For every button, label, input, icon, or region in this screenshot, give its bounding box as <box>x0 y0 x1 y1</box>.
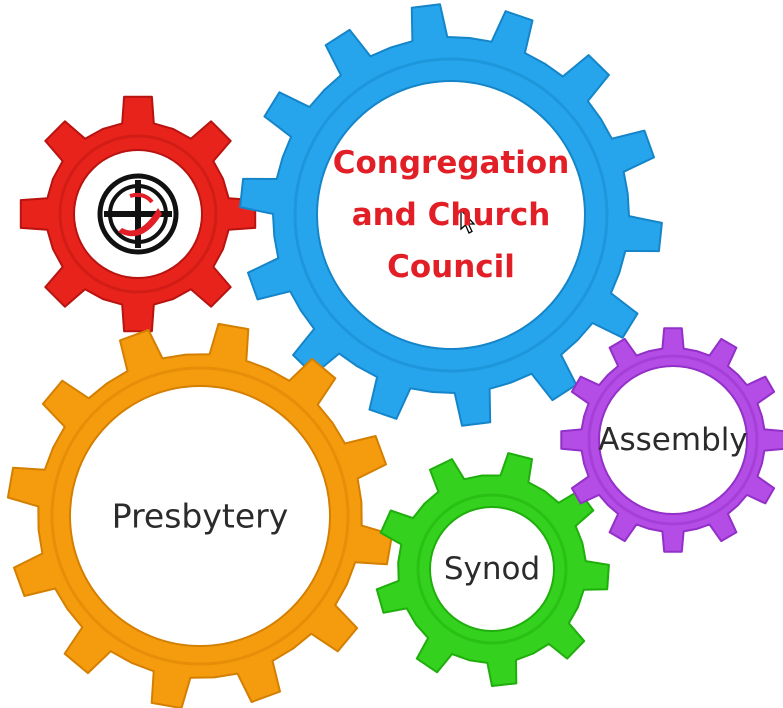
presbytery-label: Presbytery <box>111 496 289 536</box>
gear-congregation <box>239 3 663 427</box>
gear-congregation-ring <box>293 57 609 373</box>
gear-congregation-center <box>316 80 586 350</box>
gear-presbytery <box>6 322 394 708</box>
assembly-label: Assembly <box>598 422 748 458</box>
gear-presbytery-ring <box>50 366 350 666</box>
synod-label: Synod <box>443 551 541 587</box>
gear-assembly-ring <box>587 354 759 526</box>
congregation-label-line-2: and Church <box>351 197 551 233</box>
congregation-label-line-3: Council <box>387 249 515 285</box>
gear-logo-ring <box>58 134 218 294</box>
gear-assembly <box>560 327 783 553</box>
gear-assembly-center <box>598 365 748 515</box>
mouse-pointer-icon <box>460 208 476 234</box>
gear-synod <box>375 452 610 687</box>
congregation-label: Congregation and Church Council <box>333 137 570 293</box>
gear-synod-ring <box>416 493 568 645</box>
gear-presbytery-center <box>69 385 331 647</box>
gear-synod-center <box>429 506 555 632</box>
uniting-church-logo-icon <box>97 173 179 255</box>
congregation-label-line-1: Congregation <box>332 145 570 181</box>
